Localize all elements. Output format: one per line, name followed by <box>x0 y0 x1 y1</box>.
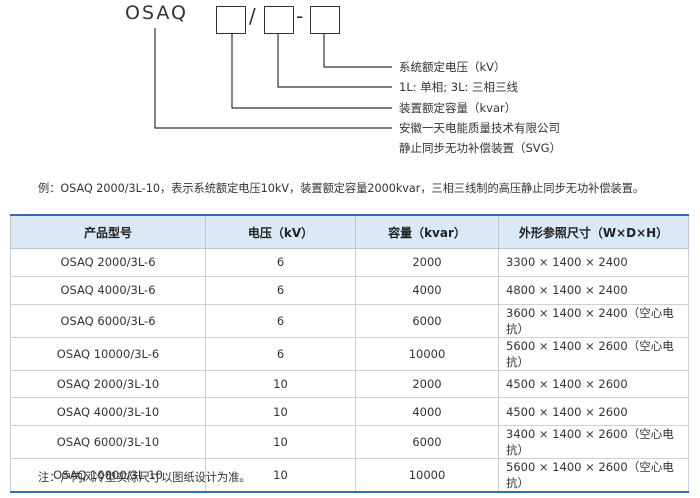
desc-product: 静止同步无功补偿装置（SVG） <box>399 141 562 155</box>
table-row: OSAQ 2000/3L-10 10 2000 4500 × 1400 × 26… <box>10 369 689 399</box>
desc-capacity: 装置额定容量（kvar） <box>399 101 517 115</box>
header-model: 产品型号 <box>10 214 206 249</box>
cell-capacity: 4000 <box>355 275 499 305</box>
cell-capacity: 2000 <box>355 248 499 277</box>
cell-dimensions: 4500 × 1400 × 2600 <box>498 397 689 427</box>
table-row: OSAQ 6000/3L-10 10 6000 3400 × 1400 × 26… <box>10 425 689 460</box>
spec-table: 产品型号 电压（kV） 容量（kvar） 外形参照尺寸（W×D×H） OSAQ … <box>10 214 689 494</box>
cell-dimensions: 3600 × 1400 × 2400（空心电抗） <box>498 303 689 338</box>
desc-voltage: 系统额定电压（kV） <box>399 60 506 74</box>
dash-separator: - <box>296 4 304 28</box>
cell-capacity: 6000 <box>355 425 499 460</box>
table-row: OSAQ 4000/3L-10 10 4000 4500 × 1400 × 26… <box>10 397 689 427</box>
cell-dimensions: 4500 × 1400 × 2600 <box>498 369 689 399</box>
cell-voltage: 10 <box>205 397 356 427</box>
cell-capacity: 2000 <box>355 369 499 399</box>
cell-voltage: 10 <box>205 458 356 494</box>
cell-model: OSAQ 4000/3L-10 <box>10 397 206 427</box>
cell-dimensions: 3300 × 1400 × 2400 <box>498 248 689 277</box>
cell-capacity: 6000 <box>355 303 499 338</box>
cell-capacity: 10000 <box>355 336 499 371</box>
voltage-box <box>310 6 340 34</box>
cell-capacity: 4000 <box>355 397 499 427</box>
phase-box <box>264 6 294 34</box>
cell-capacity: 10000 <box>355 458 499 494</box>
footnote: 注：户内风冷型实际尺寸以图纸设计为准。 <box>38 471 251 484</box>
model-code-diagram: OSAQ / - 系统额定电压（kV） 1L: 单相; 3L: 三相三线 装置额… <box>0 0 700 170</box>
example-text: 例：OSAQ 2000/3L-10，表示系统额定电压10kV，装置额定容量200… <box>38 182 645 195</box>
cell-dimensions: 5600 × 1400 × 2600（空心电抗） <box>498 336 689 371</box>
cell-model: OSAQ 10000/3L-6 <box>10 336 206 371</box>
cell-model: OSAQ 2000/3L-10 <box>10 369 206 399</box>
cell-voltage: 10 <box>205 369 356 399</box>
header-voltage: 电压（kV） <box>205 214 356 249</box>
cell-dimensions: 4800 × 1400 × 2400 <box>498 275 689 305</box>
table-row: OSAQ 4000/3L-6 6 4000 4800 × 1400 × 2400 <box>10 275 689 305</box>
cell-model: OSAQ 10000/3L-10 <box>10 458 206 494</box>
table-row: OSAQ 10000/3L-10 10 10000 5600 × 1400 × … <box>10 458 689 494</box>
cell-model: OSAQ 6000/3L-10 <box>10 425 206 460</box>
cell-model: OSAQ 2000/3L-6 <box>10 248 206 277</box>
header-dimensions: 外形参照尺寸（W×D×H） <box>498 214 689 249</box>
desc-phase: 1L: 单相; 3L: 三相三线 <box>399 80 519 94</box>
table-row: OSAQ 2000/3L-6 6 2000 3300 × 1400 × 2400 <box>10 248 689 277</box>
slash-separator: / <box>249 4 256 28</box>
cell-voltage: 6 <box>205 275 356 305</box>
table-header-row: 产品型号 电压（kV） 容量（kvar） 外形参照尺寸（W×D×H） <box>10 214 689 249</box>
table-row: OSAQ 10000/3L-6 6 10000 5600 × 1400 × 26… <box>10 336 689 371</box>
desc-company: 安徽一天电能质量技术有限公司 <box>399 121 560 135</box>
cell-voltage: 10 <box>205 425 356 460</box>
cell-voltage: 6 <box>205 248 356 277</box>
cell-voltage: 6 <box>205 303 356 338</box>
cell-model: OSAQ 4000/3L-6 <box>10 275 206 305</box>
table-row: OSAQ 6000/3L-6 6 6000 3600 × 1400 × 2400… <box>10 303 689 338</box>
model-prefix: OSAQ <box>125 2 188 24</box>
cell-dimensions: 3400 × 1400 × 2600（空心电抗） <box>498 425 689 460</box>
capacity-box <box>216 6 246 34</box>
cell-model: OSAQ 6000/3L-6 <box>10 303 206 338</box>
header-capacity: 容量（kvar） <box>355 214 499 249</box>
cell-dimensions: 5600 × 1400 × 2600（空心电抗） <box>498 458 689 494</box>
connector-lines <box>154 28 392 129</box>
cell-voltage: 6 <box>205 336 356 371</box>
